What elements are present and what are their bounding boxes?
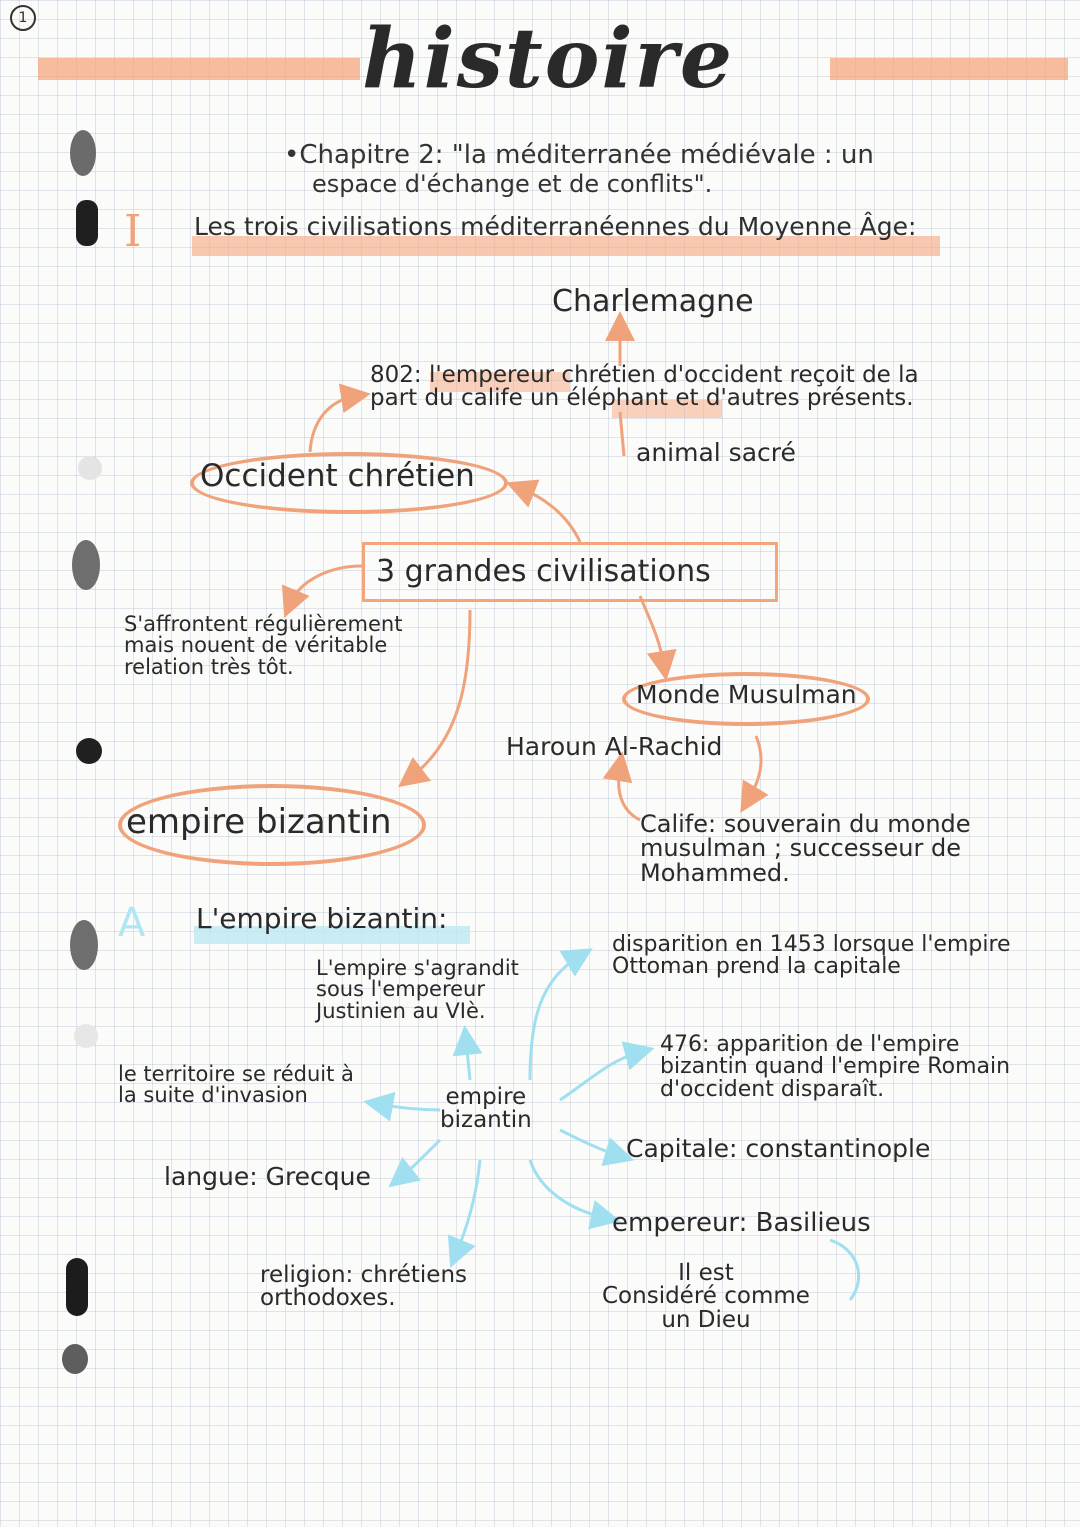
animal-sacre: animal sacré xyxy=(636,438,796,467)
agrandit-note: L'empire s'agrandit sous l'empereur Just… xyxy=(316,956,519,1023)
note-802: 802: l'empereur chrétien d'occident reço… xyxy=(370,362,919,412)
empereur-label: empereur: Basilieus xyxy=(612,1208,871,1238)
binder-hole xyxy=(66,1258,88,1316)
section-a-highlight xyxy=(194,926,470,944)
page-title: histoire xyxy=(362,11,735,107)
section-numeral: I xyxy=(124,206,142,257)
religion-label: religion: chrétiens orthodoxes. xyxy=(260,1262,468,1312)
section-heading: Les trois civilisations méditerranéennes… xyxy=(194,212,917,241)
binder-ring xyxy=(70,130,96,176)
binder-hole xyxy=(76,200,98,246)
chapter-line-2: espace d'échange et de conflits". xyxy=(312,170,713,198)
monde-label: Monde Musulman xyxy=(636,680,857,709)
title-band-left xyxy=(38,58,360,80)
charlemagne-label: Charlemagne xyxy=(552,284,754,319)
binder-ring xyxy=(62,1344,88,1374)
disparition-note: disparition en 1453 lorsque l'empire Ott… xyxy=(612,932,1011,980)
section-a-letter: A xyxy=(118,900,146,946)
section-a-center: empire bizantin xyxy=(440,1084,532,1134)
calife-note: Calife: souverain du monde musulman ; su… xyxy=(640,810,971,887)
apparition-note: 476: apparition de l'empire bizantin qua… xyxy=(660,1032,1011,1102)
langue-label: langue: Grecque xyxy=(164,1162,371,1191)
haroun-label: Haroun Al-Rachid xyxy=(506,732,723,761)
page-number: 1 xyxy=(10,5,36,31)
territoire-note: le territoire se réduit à la suite d'inv… xyxy=(118,1062,354,1108)
binder-ring xyxy=(70,920,98,970)
capitale-label: Capitale: constantinople xyxy=(626,1134,931,1163)
chapter-line-1: •Chapitre 2: "la méditerranée médiévale … xyxy=(284,140,874,170)
highlight-elephant xyxy=(612,400,722,418)
binder-hole xyxy=(76,738,102,764)
section-a-heading: L'empire bizantin: xyxy=(196,902,448,935)
binder-hole xyxy=(74,1024,98,1048)
empire-oval xyxy=(118,784,426,866)
section-heading-highlight xyxy=(192,236,940,256)
dieu-note: Il est Considéré comme un Dieu xyxy=(602,1260,810,1333)
title-band-right xyxy=(830,58,1068,80)
center-label: 3 grandes civilisations xyxy=(376,554,711,589)
center-box xyxy=(362,542,778,602)
occident-oval xyxy=(190,452,508,514)
relation-note: S'affrontent régulièrement mais nouent d… xyxy=(124,612,403,679)
binder-hole xyxy=(78,456,102,480)
empire-label: empire bizantin xyxy=(126,802,392,842)
binder-ring xyxy=(72,540,100,590)
highlight-empereur xyxy=(430,372,570,392)
occident-label: Occident chrétien xyxy=(200,458,475,494)
monde-oval xyxy=(622,672,870,726)
